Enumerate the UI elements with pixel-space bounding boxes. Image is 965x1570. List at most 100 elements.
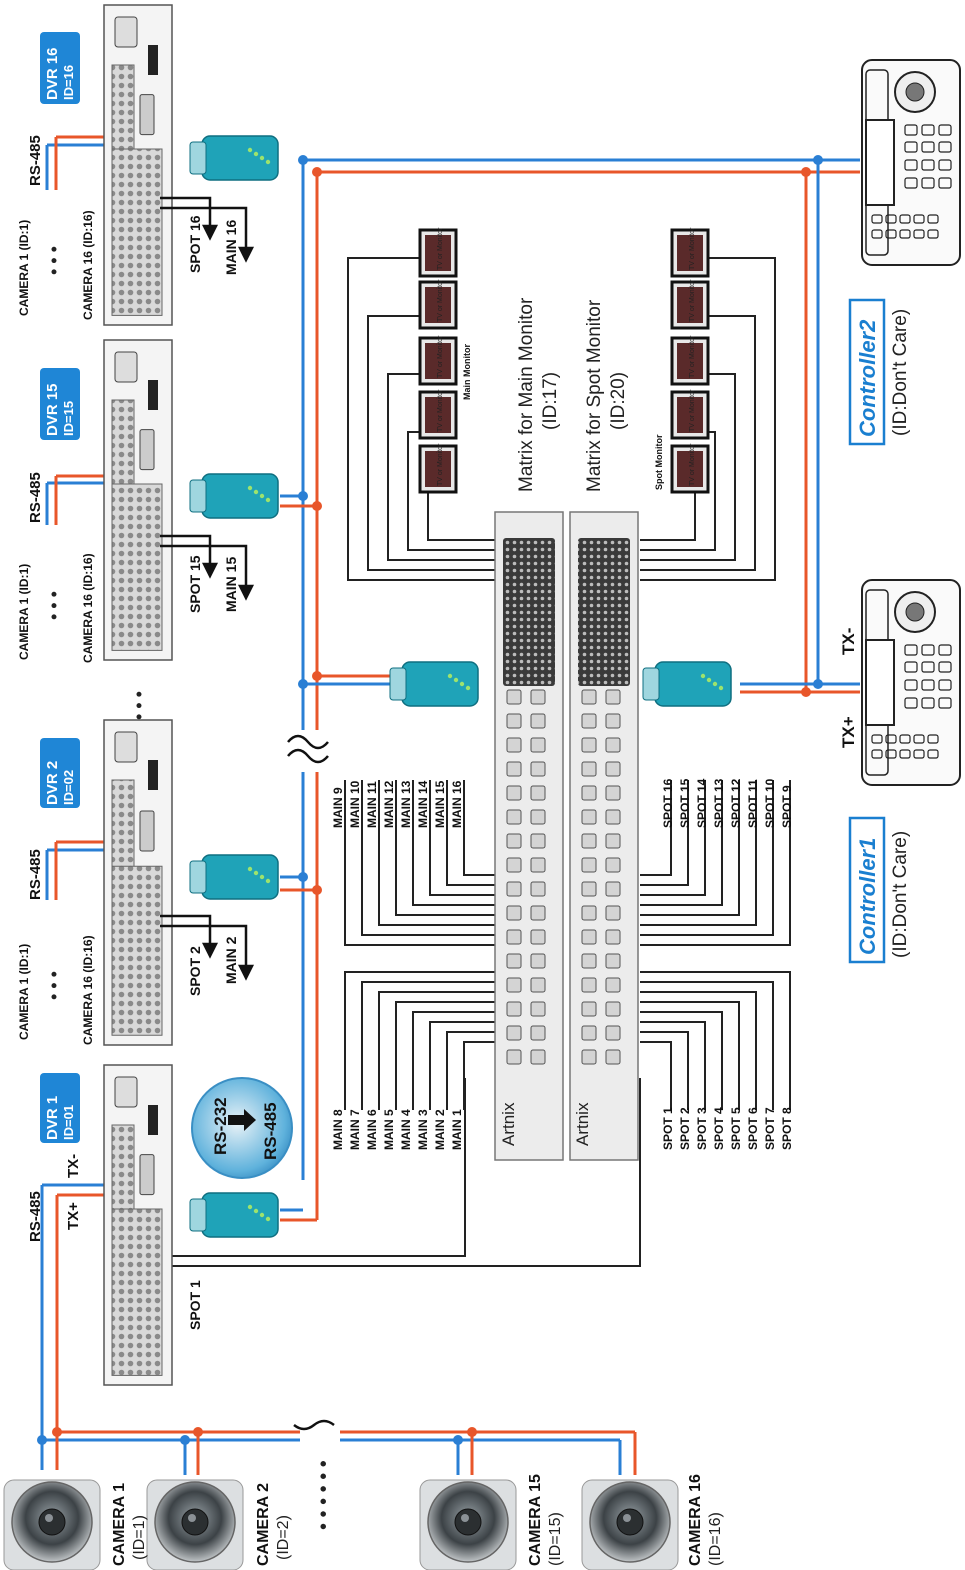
matrix-key-button[interactable]	[605, 689, 621, 705]
rs232-rs485-adapters	[189, 135, 732, 1238]
matrix-key-button[interactable]	[605, 1025, 621, 1041]
main-output-upper-1: MAIN 10	[348, 780, 362, 828]
matrix-key-button[interactable]	[506, 1001, 522, 1017]
dvr-badge-name: DVR 2	[44, 761, 61, 805]
main-output-upper-6: MAIN 15	[433, 780, 447, 828]
matrix-key-button[interactable]	[530, 761, 546, 777]
matrix-key-button[interactable]	[581, 833, 597, 849]
dvr-ellipsis: • • •	[129, 691, 149, 720]
matrix-key-button[interactable]	[506, 785, 522, 801]
matrix-key-button[interactable]	[530, 1049, 546, 1065]
matrix-key-button[interactable]	[581, 1025, 597, 1041]
dvr16-rs485-label: RS-485	[27, 135, 44, 186]
monitor-label: TV or Monitor	[437, 227, 444, 270]
camera-16-icon	[581, 1479, 679, 1570]
dvr-badge-id: ID=02	[61, 770, 76, 805]
matrix-key-button[interactable]	[581, 689, 597, 705]
matrix-key-button[interactable]	[605, 833, 621, 849]
matrix-key-button[interactable]	[605, 977, 621, 993]
matrix-key-button[interactable]	[530, 737, 546, 753]
matrix-units	[494, 511, 639, 1161]
spot-output-upper-0: SPOT 16	[661, 778, 675, 828]
adapter-matrix-main	[389, 661, 479, 707]
matrix-key-button[interactable]	[581, 929, 597, 945]
matrix-key-button[interactable]	[581, 785, 597, 801]
matrix-key-button[interactable]	[530, 785, 546, 801]
matrix-key-button[interactable]	[506, 809, 522, 825]
camera2-id: (ID=2)	[275, 1515, 292, 1560]
matrix-key-button[interactable]	[530, 977, 546, 993]
matrix-key-button[interactable]	[605, 761, 621, 777]
matrix-key-button[interactable]	[605, 857, 621, 873]
spot-monitor-4: TV or Monitor	[670, 389, 710, 440]
matrix-key-button[interactable]	[530, 833, 546, 849]
matrix-key-button[interactable]	[506, 713, 522, 729]
matrix-key-button[interactable]	[581, 977, 597, 993]
spot-monitor-label: Spot Monitor	[654, 434, 664, 490]
matrix-key-button[interactable]	[506, 857, 522, 873]
ellipsis: • • •	[44, 246, 64, 275]
matrix-key-button[interactable]	[581, 713, 597, 729]
camera-2-icon	[146, 1479, 244, 1570]
matrix-key-button[interactable]	[605, 809, 621, 825]
matrix-key-button[interactable]	[506, 1025, 522, 1041]
matrix-key-button[interactable]	[530, 929, 546, 945]
matrix-key-button[interactable]	[605, 929, 621, 945]
matrix-key-button[interactable]	[605, 1001, 621, 1017]
matrix-key-button[interactable]	[506, 737, 522, 753]
matrix-key-button[interactable]	[581, 761, 597, 777]
adapter-dvr1	[189, 1192, 279, 1238]
controller-2	[861, 59, 961, 266]
monitor-label: TV or Monitor	[689, 335, 696, 378]
matrix-key-button[interactable]	[506, 953, 522, 969]
matrix-key-button[interactable]	[530, 905, 546, 921]
matrix-key-button[interactable]	[530, 1025, 546, 1041]
dvr-badge-id: ID=01	[61, 1105, 76, 1140]
matrix-key-button[interactable]	[605, 713, 621, 729]
matrix-key-button[interactable]	[530, 809, 546, 825]
dvr-badge-id: ID=15	[61, 401, 76, 436]
matrix-key-button[interactable]	[581, 881, 597, 897]
matrix-key-button[interactable]	[581, 953, 597, 969]
power-socket-icon	[114, 351, 138, 383]
matrix-key-button[interactable]	[530, 881, 546, 897]
matrix-key-button[interactable]	[506, 977, 522, 993]
main-output-lower-5: MAIN 3	[416, 1109, 430, 1150]
matrix-key-button[interactable]	[530, 857, 546, 873]
matrix-key-button[interactable]	[581, 1049, 597, 1065]
matrix-key-button[interactable]	[581, 857, 597, 873]
monitor-label: TV or Monitor	[437, 443, 444, 486]
matrix-key-button[interactable]	[506, 881, 522, 897]
matrix-key-button[interactable]	[605, 881, 621, 897]
power-socket-icon	[114, 16, 138, 48]
matrix-key-button[interactable]	[605, 785, 621, 801]
dvr-labels: DVR 1 ID=01 DVR 2 ID=02 DVR 15 ID=15 DVR…	[17, 32, 239, 1330]
matrix-key-button[interactable]	[581, 809, 597, 825]
matrix-key-button[interactable]	[530, 689, 546, 705]
matrix-key-button[interactable]	[605, 953, 621, 969]
monitor-label: TV or Monitor	[689, 279, 696, 322]
main-output-lower-0: MAIN 8	[331, 1109, 345, 1150]
converter-arrow-icon	[228, 1109, 256, 1131]
matrix-key-button[interactable]	[605, 737, 621, 753]
matrix-key-button[interactable]	[581, 737, 597, 753]
dvr-unit-15	[103, 339, 173, 661]
controller1-title: Controller1	[855, 838, 880, 955]
matrix-key-button[interactable]	[581, 1001, 597, 1017]
matrix-key-button[interactable]	[605, 1049, 621, 1065]
matrix-key-button[interactable]	[530, 1001, 546, 1017]
matrix-key-button[interactable]	[506, 761, 522, 777]
matrix-key-button[interactable]	[605, 905, 621, 921]
matrix-key-button[interactable]	[530, 713, 546, 729]
dvr2-spot-label: SPOT 2	[187, 946, 203, 996]
matrix-key-button[interactable]	[530, 953, 546, 969]
controller2-title: Controller2	[855, 319, 880, 437]
ellipsis: • • •	[44, 971, 64, 1000]
matrix-key-button[interactable]	[506, 689, 522, 705]
matrix-key-button[interactable]	[506, 905, 522, 921]
dvr-badge-name: DVR 16	[44, 47, 61, 100]
matrix-key-button[interactable]	[581, 905, 597, 921]
matrix-key-button[interactable]	[506, 929, 522, 945]
matrix-key-button[interactable]	[506, 1049, 522, 1065]
matrix-key-button[interactable]	[506, 833, 522, 849]
